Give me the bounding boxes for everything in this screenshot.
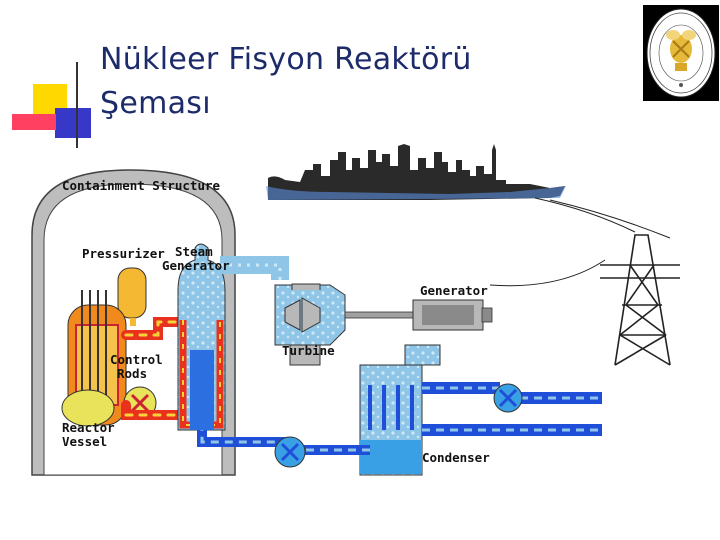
- reactor-vessel: [61, 290, 127, 427]
- label-steam-generator-1: Steam: [175, 244, 213, 259]
- label-containment: Containment Structure: [62, 178, 221, 193]
- city-skyline: [266, 144, 566, 200]
- steam-line: [220, 256, 289, 280]
- turbine: [274, 283, 346, 366]
- deco-red-bar: [12, 114, 56, 130]
- steam-generator: [177, 243, 226, 431]
- label-turbine: Turbine: [282, 343, 335, 358]
- cooling-water-loop: [422, 382, 602, 436]
- label-control-rods-1: Control: [110, 352, 163, 367]
- condenser: [359, 344, 441, 476]
- pressurizer: [117, 267, 147, 326]
- feedwater-line: [197, 430, 370, 468]
- university-seal-icon: [643, 5, 719, 101]
- label-reactor-vessel-1: Reactor: [62, 420, 115, 435]
- page-title: Nükleer Fisyon Reaktörü Şeması: [100, 42, 472, 121]
- label-control-rods-2: Rods: [117, 366, 147, 381]
- label-generator: Generator: [420, 283, 488, 298]
- power-lines: [489, 197, 671, 287]
- reactor-diagram: Containment Structure Pressurizer Steam …: [31, 144, 680, 476]
- deco-blue-square: [55, 108, 91, 138]
- generator: [344, 299, 493, 331]
- transmission-tower: [600, 234, 680, 366]
- label-steam-generator-2: Generator: [162, 258, 230, 273]
- label-reactor-vessel-2: Vessel: [62, 434, 107, 449]
- label-pressurizer: Pressurizer: [82, 246, 165, 261]
- deco-vertical-line: [76, 62, 78, 148]
- label-condenser: Condenser: [422, 450, 490, 465]
